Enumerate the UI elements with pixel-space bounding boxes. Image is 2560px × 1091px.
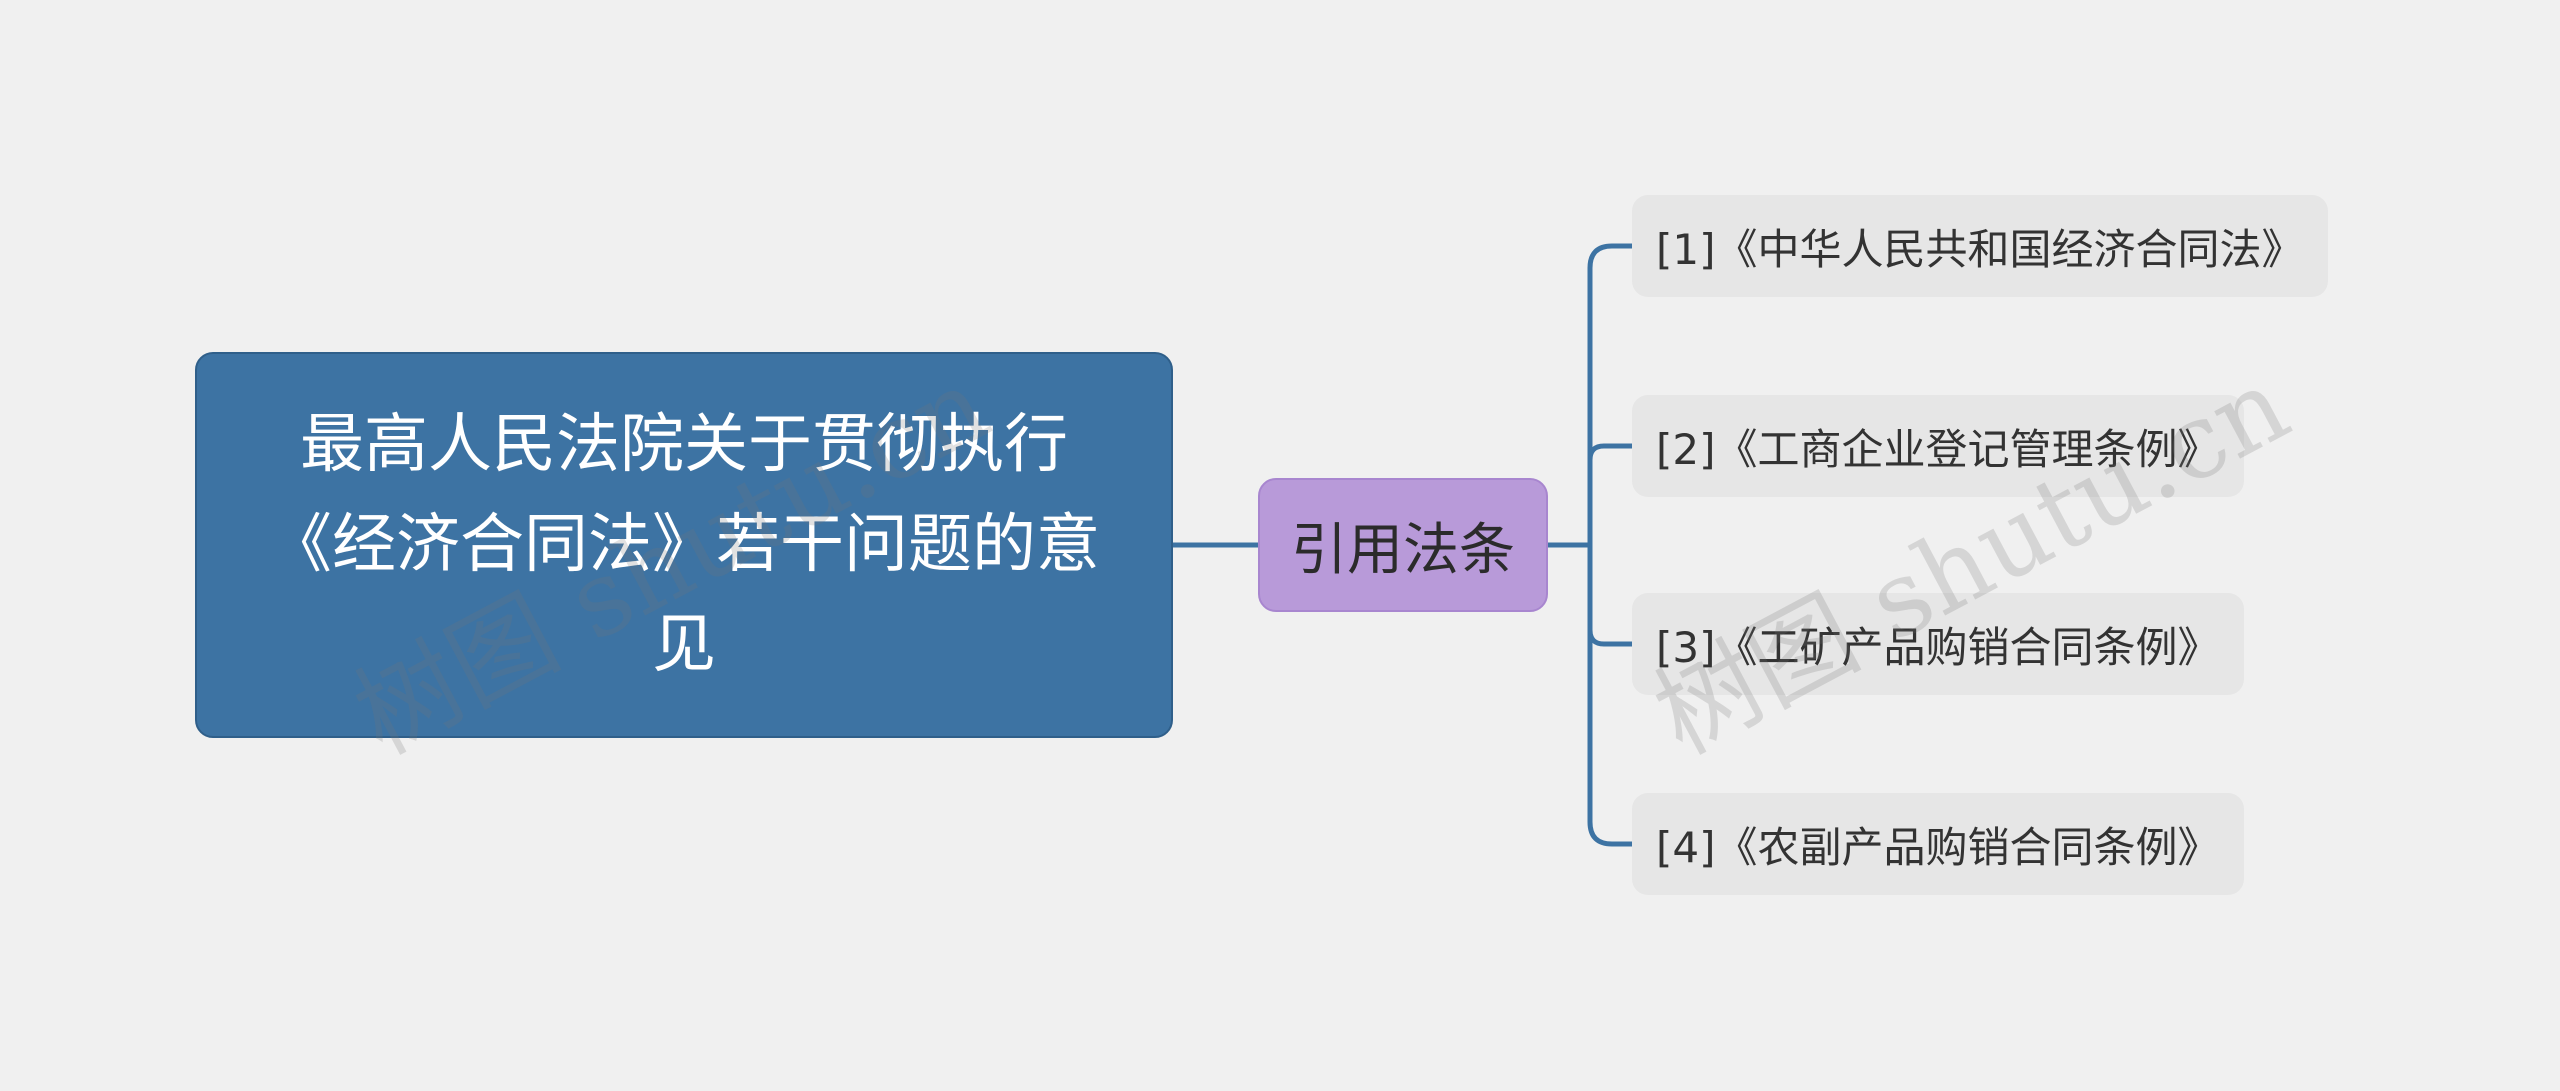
leaf-4-connector	[1587, 545, 1632, 847]
branch-topic-label: 引用法条	[1291, 517, 1515, 583]
leaf-label-3: [3]《工矿产品购销合同条例》	[1656, 622, 2220, 672]
leaf-label-2: [2]《工商企业登记管理条例》	[1656, 424, 2220, 474]
leaf-label-4: [4]《农副产品购销合同条例》	[1656, 822, 2220, 872]
leaf-node-4[interactable]: [4]《农副产品购销合同条例》	[1632, 793, 2244, 895]
root-topic-label: 最高人民法院关于贯彻执行《经济合同法》若干问题的意见	[268, 408, 1100, 682]
branch-topic-node[interactable]: 引用法条	[1258, 478, 1548, 612]
leaf-1-connector	[1587, 243, 1632, 545]
root-topic-node[interactable]: 最高人民法院关于贯彻执行《经济合同法》若干问题的意见	[195, 352, 1173, 738]
leaf-3-connector	[1587, 629, 1632, 647]
leaf-node-3[interactable]: [3]《工矿产品购销合同条例》	[1632, 593, 2244, 695]
leaf-label-1: [1]《中华人民共和国经济合同法》	[1656, 224, 2304, 274]
leaf-node-2[interactable]: [2]《工商企业登记管理条例》	[1632, 395, 2244, 497]
leaf-2-connector	[1587, 443, 1632, 461]
leaf-node-1[interactable]: [1]《中华人民共和国经济合同法》	[1632, 195, 2328, 297]
